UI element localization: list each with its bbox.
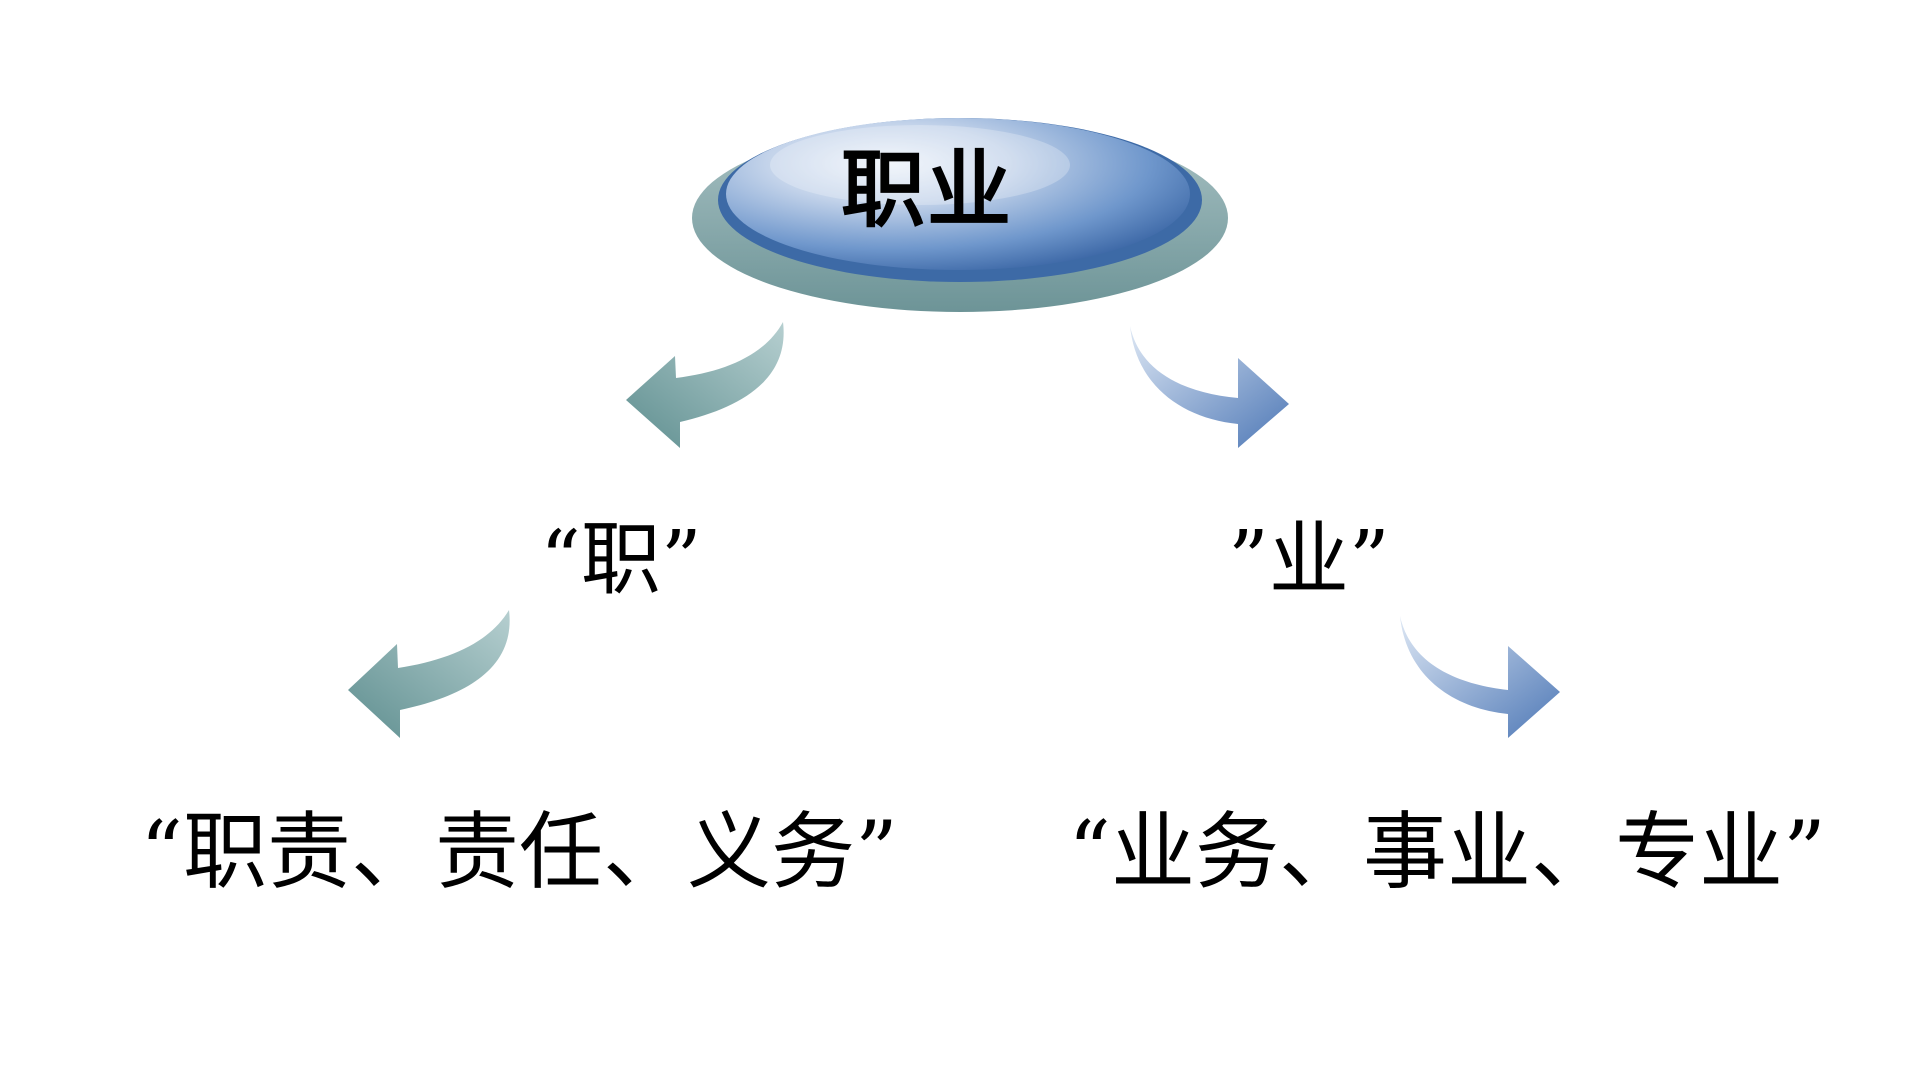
zhi-meaning-label: “职责、责任、义务”: [140, 803, 898, 901]
root-label: 职业: [841, 141, 1014, 239]
branch-zhi-label: “职”: [540, 513, 702, 606]
arrow-ye-to-meaning: [1400, 616, 1560, 738]
arrow-root-to-zhi: [626, 322, 784, 448]
ye-meaning-label: “业务、事业、专业”: [1068, 803, 1826, 901]
root-node: [692, 118, 1228, 312]
branch-ye-label: ”业”: [1228, 513, 1390, 606]
root-node-top: [726, 118, 1190, 270]
root-node-gloss: [770, 125, 1070, 205]
arrow-root-to-ye: [1130, 326, 1289, 448]
arrow-zhi-to-meaning: [348, 610, 510, 738]
